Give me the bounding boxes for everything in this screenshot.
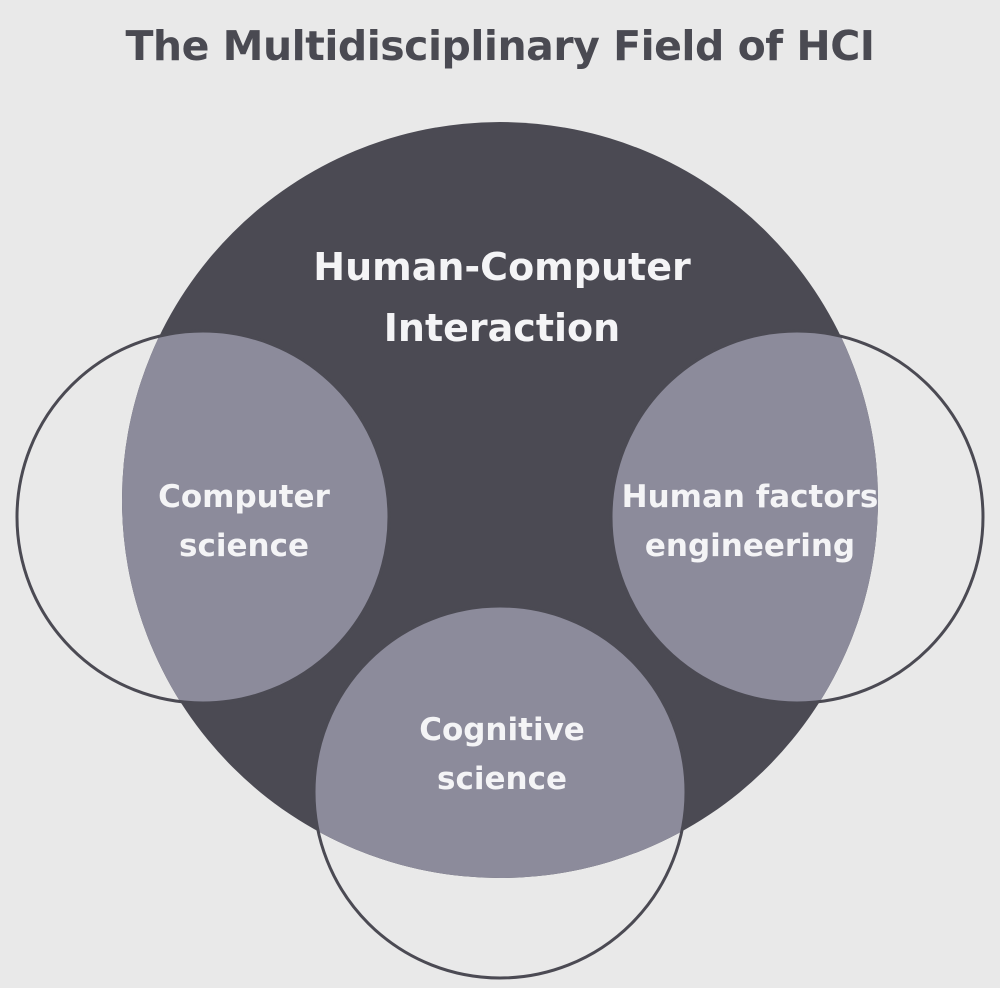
computer-science-label-line1: Computer — [158, 479, 330, 515]
hci-circle — [122, 122, 878, 878]
computer-science-overlap — [122, 331, 389, 703]
computer-science-label-line2: science — [179, 528, 309, 564]
hci-label-line1: Human-Computer — [313, 245, 691, 289]
human-factors-overlap — [611, 331, 878, 703]
cognitive-science-label-line2: science — [437, 761, 567, 797]
page-title: The Multidisciplinary Field of HCI — [125, 22, 875, 70]
human-factors-label-line2: engineering — [645, 528, 855, 564]
computer-science-circle — [15, 329, 391, 705]
cognitive-science-circle — [312, 604, 688, 980]
hci-label-line2: Interaction — [384, 306, 620, 350]
cognitive-science-overlap — [314, 606, 686, 878]
human-factors-circle — [609, 329, 985, 705]
cognitive-science-label-line1: Cognitive — [419, 712, 585, 748]
human-factors-label-line1: Human factors — [622, 479, 879, 515]
